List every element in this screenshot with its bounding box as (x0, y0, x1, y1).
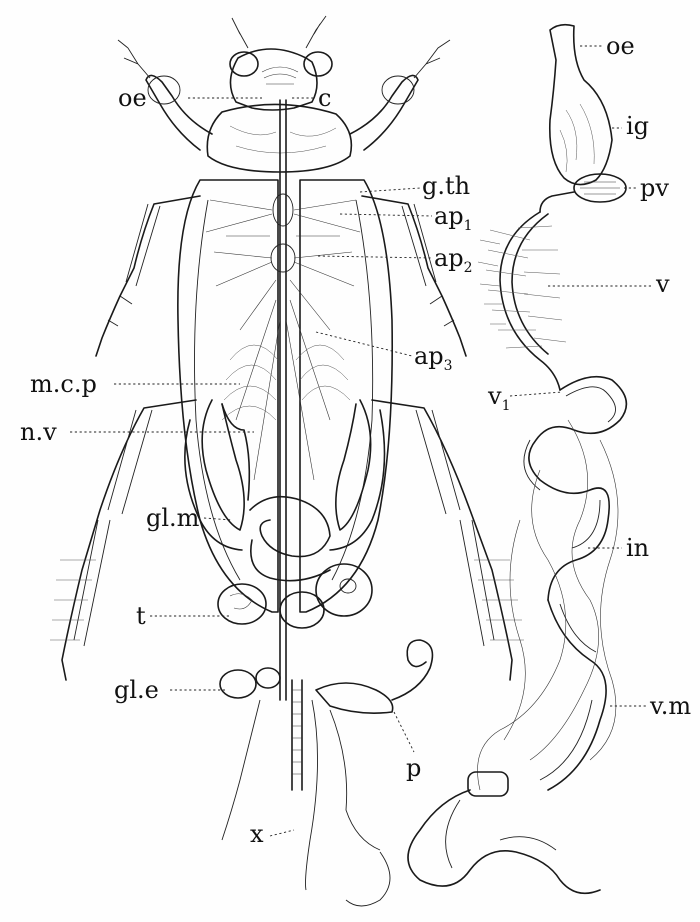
label-m-c-p: m.c.p (30, 372, 97, 396)
internal-organs (185, 345, 433, 890)
label-pv: pv (640, 176, 669, 200)
label-oe-left: oe (118, 86, 147, 110)
label-gl-m: gl.m (146, 506, 199, 530)
label-c: c (318, 86, 331, 110)
label-ap1: ap1 (434, 204, 473, 233)
label-in: in (626, 536, 649, 560)
label-v1-text: v (488, 382, 502, 410)
label-ap3-text: ap (414, 342, 444, 370)
label-oe-right: oe (606, 34, 635, 58)
leader-lines (70, 46, 652, 836)
label-t: t (136, 604, 146, 628)
label-ap1-text: ap (434, 202, 464, 230)
label-ap2-text: ap (434, 244, 464, 272)
label-ap2-sub: 2 (464, 260, 473, 276)
digestive-tract (346, 25, 626, 906)
label-ap3: ap3 (414, 344, 453, 373)
label-v1-sub: 1 (502, 398, 511, 414)
label-v1: v1 (488, 384, 510, 413)
label-g-th: g.th (422, 174, 470, 198)
label-ap2: ap2 (434, 246, 473, 275)
label-gl-e: gl.e (114, 678, 159, 702)
label-x: x (250, 822, 264, 846)
label-v: v (656, 272, 670, 296)
nerve-cord (206, 100, 360, 700)
label-v-m: v.m (650, 694, 691, 718)
label-ap1-sub: 1 (464, 218, 473, 234)
label-ig: ig (626, 114, 649, 138)
label-ap3-sub: 3 (444, 358, 453, 374)
label-n-v: n.v (20, 420, 57, 444)
label-p: p (406, 756, 421, 780)
